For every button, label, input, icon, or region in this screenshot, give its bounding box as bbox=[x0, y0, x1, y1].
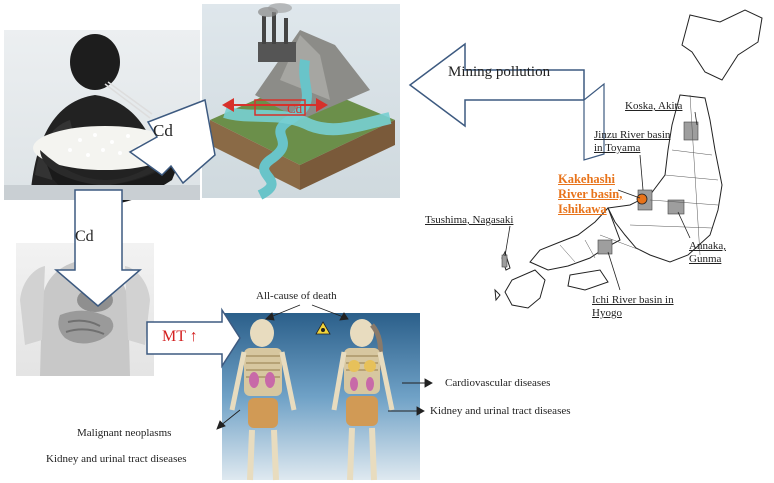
map-label-kakehashi-1: Kakehashi bbox=[558, 172, 615, 186]
japan-map bbox=[494, 9, 763, 309]
map-label-jinzu-2: in Toyama bbox=[594, 142, 641, 154]
map-label-jinzu-1: Jinzu River basin bbox=[594, 129, 671, 141]
cd-down-label: Cd bbox=[75, 228, 94, 245]
kidney-left-label: Kidney and urinal tract diseases bbox=[46, 453, 187, 465]
mining-pollution-label: Mining pollution bbox=[448, 64, 551, 80]
mt-increase-label: MT ↑ bbox=[162, 328, 198, 345]
map-inner-borders bbox=[559, 94, 719, 263]
skeletons-illustration bbox=[222, 313, 420, 481]
map-label-annaka-1: Annaka, bbox=[689, 240, 726, 252]
cd-river-text: Cd bbox=[287, 101, 303, 116]
map-label-ichi-2: Hyogo bbox=[592, 307, 622, 319]
malignant-label: Malignant neoplasms bbox=[77, 427, 172, 439]
mining-landscape-illustration: Cd bbox=[202, 3, 400, 200]
map-label-kosaka: Koska, Akita bbox=[625, 100, 683, 112]
cd-eat-label: Cd bbox=[153, 121, 173, 140]
pointer-arrows bbox=[216, 304, 433, 430]
map-label-kakehashi-2: River basin, bbox=[558, 187, 623, 201]
map-label-tsushima: Tsushima, Nagasaki bbox=[425, 214, 514, 226]
map-label-annaka-2: Gunma bbox=[689, 253, 722, 265]
arrow-cd-to-person bbox=[128, 98, 216, 185]
arrow-mining-pollution bbox=[408, 42, 605, 161]
arrow-mt-up bbox=[146, 307, 241, 369]
map-label-kakehashi-3: Ishikawa bbox=[558, 202, 607, 216]
map-leader-lines bbox=[504, 111, 698, 291]
kakehashi-marker bbox=[636, 193, 648, 205]
map-label-ichi-1: Ichi River basin in bbox=[592, 294, 674, 306]
all-cause-death-label: All-cause of death bbox=[256, 290, 337, 302]
arrow-cd-down bbox=[53, 189, 143, 307]
kidney-right-label: Kidney and urinal tract diseases bbox=[430, 405, 571, 417]
cardiovascular-label: Cardiovascular diseases bbox=[445, 377, 551, 389]
